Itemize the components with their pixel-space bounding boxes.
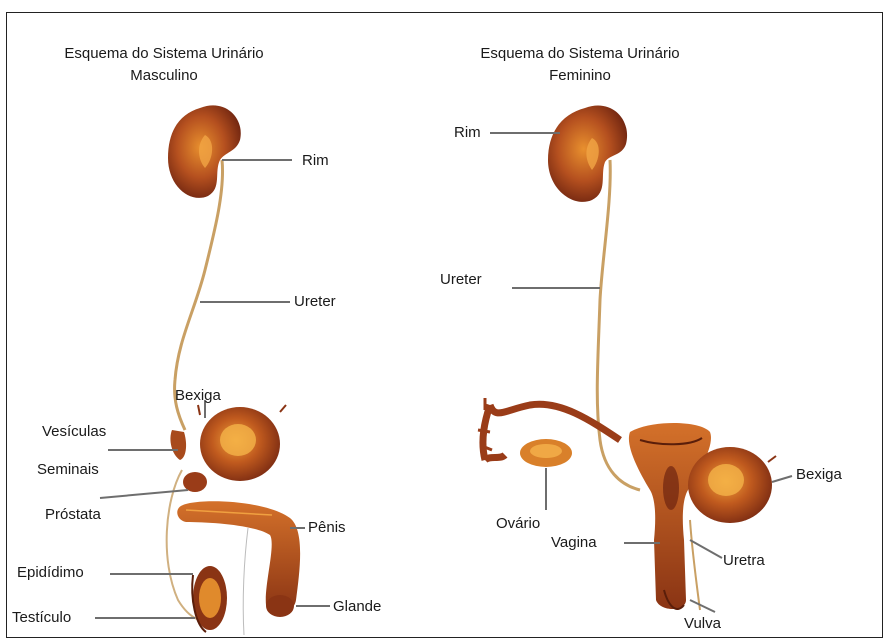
- female-label-ovario: Ovário: [496, 516, 540, 531]
- female-cervix: [663, 466, 679, 510]
- female-label-ureter: Ureter: [440, 272, 482, 287]
- male-label-seminais: Seminais: [37, 462, 99, 477]
- male-glans: [266, 595, 294, 617]
- male-label-glande: Glande: [333, 599, 381, 614]
- female-label-bexiga: Bexiga: [796, 467, 842, 482]
- male-label-prostata: Próstata: [45, 507, 101, 522]
- male-title-line1: Esquema do Sistema Urinário: [50, 43, 278, 65]
- male-prostate: [183, 472, 207, 492]
- female-diagram: [478, 106, 792, 612]
- male-label-rim: Rim: [302, 153, 329, 168]
- male-label-bexiga: Bexiga: [175, 388, 221, 403]
- female-leader-lines: [490, 133, 792, 612]
- male-title-line2: Masculino: [50, 65, 278, 87]
- female-label-rim: Rim: [454, 125, 481, 140]
- female-label-vulva: Vulva: [684, 616, 721, 631]
- male-label-penis: Pênis: [308, 520, 346, 535]
- female-title-line2: Feminino: [450, 65, 710, 87]
- male-label-epididimo: Epidídimo: [17, 565, 84, 580]
- male-label-testiculo: Testículo: [12, 610, 71, 625]
- male-seminal-vesicles: [170, 430, 186, 460]
- female-uterus: [629, 423, 711, 609]
- female-title-line1: Esquema do Sistema Urinário: [450, 43, 710, 65]
- female-label-vagina: Vagina: [551, 535, 597, 550]
- male-title: Esquema do Sistema Urinário Masculino: [50, 43, 278, 87]
- male-label-ureter: Ureter: [294, 294, 336, 309]
- male-diagram: [95, 105, 330, 635]
- female-label-uretra: Uretra: [723, 553, 765, 568]
- male-label-vesiculas: Vesículas: [42, 424, 106, 439]
- female-title: Esquema do Sistema Urinário Feminino: [450, 43, 710, 87]
